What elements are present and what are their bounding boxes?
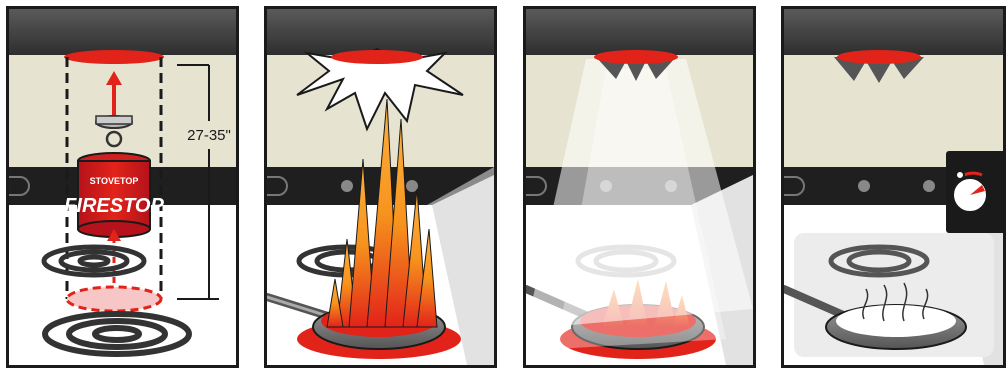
- extinguish-illustration: [526, 9, 753, 365]
- brand-small-text: STOVETOP: [90, 176, 139, 186]
- panel-fire-out: [781, 6, 1006, 368]
- range-hood: [267, 9, 494, 55]
- knob-icon: [858, 180, 870, 192]
- knob-icon: [923, 180, 935, 192]
- backsplash-wall: [9, 55, 236, 167]
- fire-illustration: [267, 9, 494, 365]
- hood-mount-red-ring: [594, 50, 678, 64]
- knob-icon: [341, 180, 353, 192]
- installation-illustration: STOVETOP FIRESTOP 27-35": [9, 9, 236, 365]
- fire-out-illustration: [784, 9, 1003, 365]
- panel-installation: STOVETOP FIRESTOP 27-35": [6, 6, 239, 368]
- range-hood: [784, 9, 1003, 55]
- range-hood: [9, 9, 236, 55]
- backsplash-wall: [784, 55, 1003, 167]
- target-zone: [67, 287, 161, 311]
- panel-grease-fire: [264, 6, 497, 368]
- knob-icon: [406, 180, 418, 192]
- hood-mount-red-ring: [64, 50, 164, 64]
- knob-icon: [600, 180, 612, 192]
- panel-extinguishing: [523, 6, 756, 368]
- extinguished-pan-contents: [836, 305, 956, 337]
- hood-mount-red-ring: [331, 50, 423, 64]
- brand-large-text: FIRESTOP: [64, 195, 164, 217]
- hood-mount-red-ring: [837, 50, 921, 64]
- range-hood: [526, 9, 753, 55]
- dimension-label: 27-35": [187, 127, 231, 144]
- knob-icon: [665, 180, 677, 192]
